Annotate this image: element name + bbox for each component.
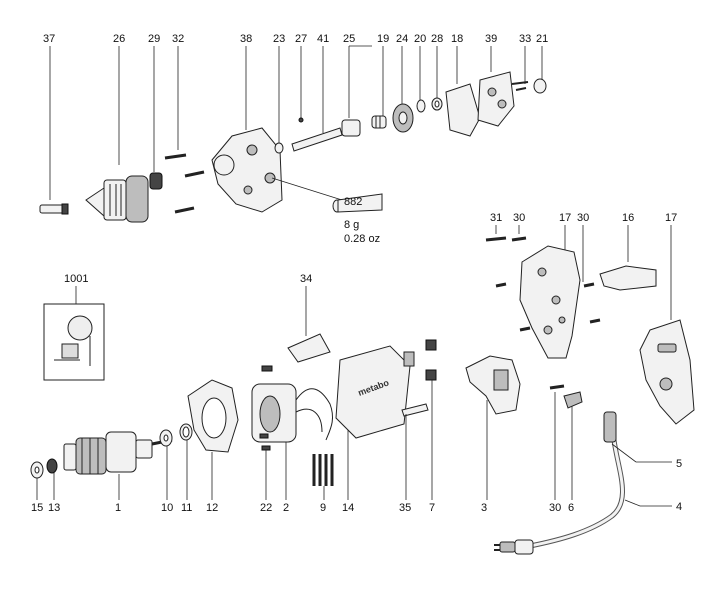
callout-23: 23 xyxy=(273,33,285,45)
switch-3 xyxy=(465,355,521,415)
callout-34: 34 xyxy=(300,273,312,285)
callout-26: 26 xyxy=(113,33,125,45)
callout-27: 27 xyxy=(295,33,307,45)
callout-13: 13 xyxy=(48,502,60,514)
pins-33 xyxy=(511,81,529,91)
label-plate-34 xyxy=(287,333,331,363)
washer-23 xyxy=(274,142,284,154)
ring-28 xyxy=(431,97,443,111)
callout-5: 5 xyxy=(676,458,682,470)
callout-31: 31 xyxy=(490,212,502,224)
callout-35: 35 xyxy=(399,502,411,514)
grease-weight-g: 8 g xyxy=(344,219,359,231)
nut-21 xyxy=(533,78,547,94)
callout-21: 21 xyxy=(536,33,548,45)
callout-29: 29 xyxy=(148,33,160,45)
callout-30-upper-left: 30 xyxy=(513,212,525,224)
bearing-10 xyxy=(159,429,173,447)
gear-24 xyxy=(392,103,414,133)
gasket-18 xyxy=(445,83,481,137)
grease-tube: 882 8 g 0.28 oz xyxy=(271,177,383,245)
fan-baffle-12 xyxy=(187,379,239,453)
callout-16: 16 xyxy=(622,212,634,224)
callout-4: 4 xyxy=(676,501,682,513)
inset-1001: 1001 xyxy=(43,273,105,381)
callout-7: 7 xyxy=(429,502,435,514)
callout-33: 33 xyxy=(519,33,531,45)
grease-code: 882 xyxy=(344,196,362,208)
callout-34-group: 34 xyxy=(300,273,312,336)
coupling-25 xyxy=(341,119,361,137)
callout-32: 32 xyxy=(172,33,184,45)
grease-weight-oz: 0.28 oz xyxy=(344,233,380,245)
spring-19 xyxy=(371,115,387,129)
gear-housing-38 xyxy=(211,127,283,213)
callout-38: 38 xyxy=(240,33,252,45)
callout-1001: 1001 xyxy=(64,273,88,285)
callout-22: 22 xyxy=(260,502,272,514)
callouts-bottom-row: 15 13 1 10 11 12 22 2 9 14 35 7 3 30 6 5… xyxy=(31,458,682,514)
callouts-right-upper: 31 30 17 30 16 17 xyxy=(490,212,677,224)
callout-17-right: 17 xyxy=(665,212,677,224)
power-cord-4 xyxy=(494,417,625,555)
callout-25: 25 xyxy=(343,33,355,45)
leader-lines-bottom xyxy=(36,380,672,507)
callout-37: 37 xyxy=(43,33,55,45)
field-coil-2 xyxy=(251,365,297,443)
motor-housing-14: metabo xyxy=(335,345,415,439)
callout-30-lower: 30 xyxy=(549,502,561,514)
callout-24: 24 xyxy=(396,33,408,45)
nut-29 xyxy=(149,172,163,190)
callout-18: 18 xyxy=(451,33,463,45)
callout-1: 1 xyxy=(115,502,121,514)
bearing-15 xyxy=(30,461,44,479)
callout-3: 3 xyxy=(481,502,487,514)
callout-11: 11 xyxy=(181,502,192,514)
screws-31-30 xyxy=(485,236,601,332)
callout-41: 41 xyxy=(317,33,329,45)
carbon-brushes-22 xyxy=(259,433,271,451)
handle-shell-right-17 xyxy=(639,319,695,425)
callout-39: 39 xyxy=(485,33,497,45)
callout-19: 19 xyxy=(377,33,389,45)
callout-12: 12 xyxy=(206,502,218,514)
coil-wires xyxy=(295,388,333,441)
screws-9 xyxy=(312,454,334,486)
callout-2: 2 xyxy=(283,502,289,514)
spindle-41 xyxy=(291,127,343,152)
washer-13 xyxy=(46,458,58,474)
pin-27 xyxy=(298,117,304,123)
callout-10: 10 xyxy=(161,502,173,514)
switch-cover-16 xyxy=(599,265,657,291)
callouts-top-row: 37 26 29 32 38 23 27 41 25 19 24 20 28 1… xyxy=(43,33,548,45)
callout-15: 15 xyxy=(31,502,43,514)
cord-bushing-5 xyxy=(603,411,617,443)
handle-shell-left-17 xyxy=(519,245,581,359)
strain-relief-6 xyxy=(563,391,583,409)
callout-20: 20 xyxy=(414,33,426,45)
screws-32 xyxy=(164,153,205,214)
bearing-plate-39 xyxy=(477,71,515,127)
ring-11 xyxy=(179,423,193,441)
drill-chuck-26 xyxy=(85,175,149,223)
clip-35 xyxy=(401,403,429,417)
bit-holder-37 xyxy=(39,203,69,215)
screw-30-lower xyxy=(549,384,565,390)
callout-30-upper-right: 30 xyxy=(577,212,589,224)
callout-17-left: 17 xyxy=(559,212,571,224)
callout-9: 9 xyxy=(320,502,326,514)
callout-14: 14 xyxy=(342,502,354,514)
armature-1 xyxy=(63,431,173,475)
callout-28: 28 xyxy=(431,33,443,45)
brushes-7 xyxy=(425,339,437,381)
callout-6: 6 xyxy=(568,502,574,514)
leader-lines-top xyxy=(49,45,543,200)
washer-20 xyxy=(416,99,426,113)
